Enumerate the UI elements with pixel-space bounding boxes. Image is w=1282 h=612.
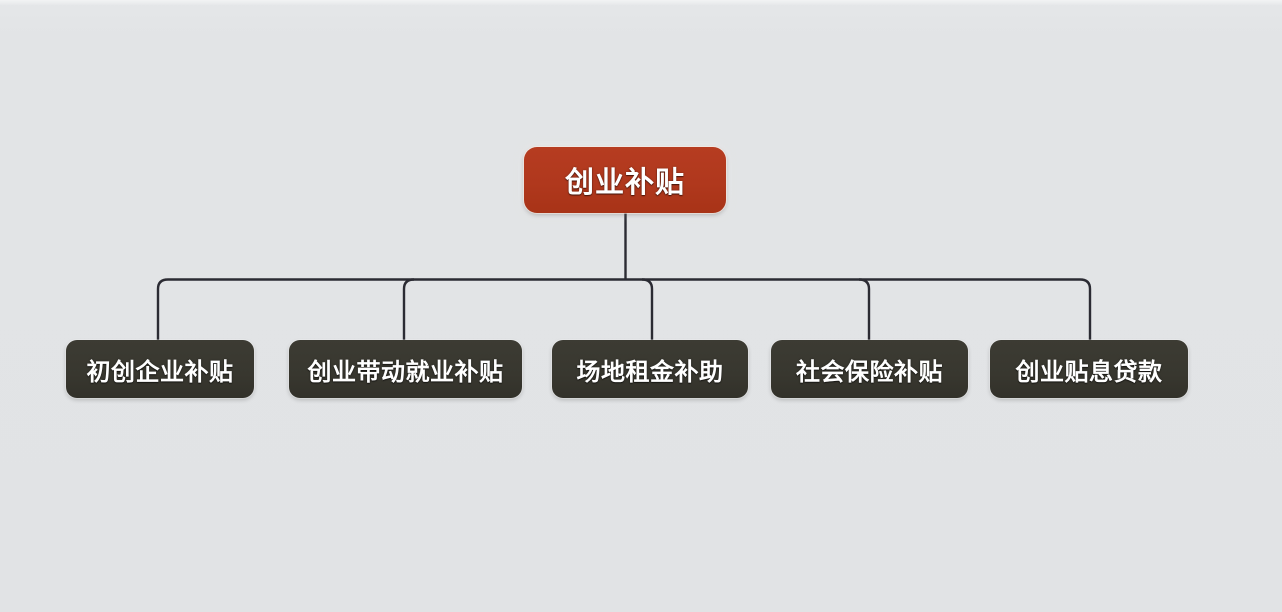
child-node-2[interactable]: 创业带动就业补贴	[289, 340, 522, 398]
child-node-3-label: 场地租金补助	[576, 358, 724, 386]
child-node-5[interactable]: 创业贴息贷款	[990, 340, 1188, 398]
root-node[interactable]: 创业补贴	[524, 147, 726, 213]
connector-drop-2	[641, 278, 654, 340]
child-node-4-label: 社会保险补贴	[796, 358, 943, 386]
child-node-2-label: 创业带动就业补贴	[307, 358, 504, 386]
child-node-1[interactable]: 初创企业补贴	[66, 340, 254, 398]
child-node-1-label: 初创企业补贴	[86, 358, 234, 386]
connector-bus-right	[625, 278, 1092, 340]
child-node-3[interactable]: 场地租金补助	[552, 340, 748, 398]
root-node-label: 创业补贴	[564, 167, 685, 199]
child-node-4[interactable]: 社会保险补贴	[771, 340, 968, 398]
connector-drop-3	[858, 278, 871, 340]
slide-top-edge	[0, 0, 1282, 5]
child-node-5-label: 创业贴息贷款	[1015, 358, 1163, 386]
connector-drop-1	[402, 278, 415, 340]
connector-bus-left	[156, 278, 626, 340]
